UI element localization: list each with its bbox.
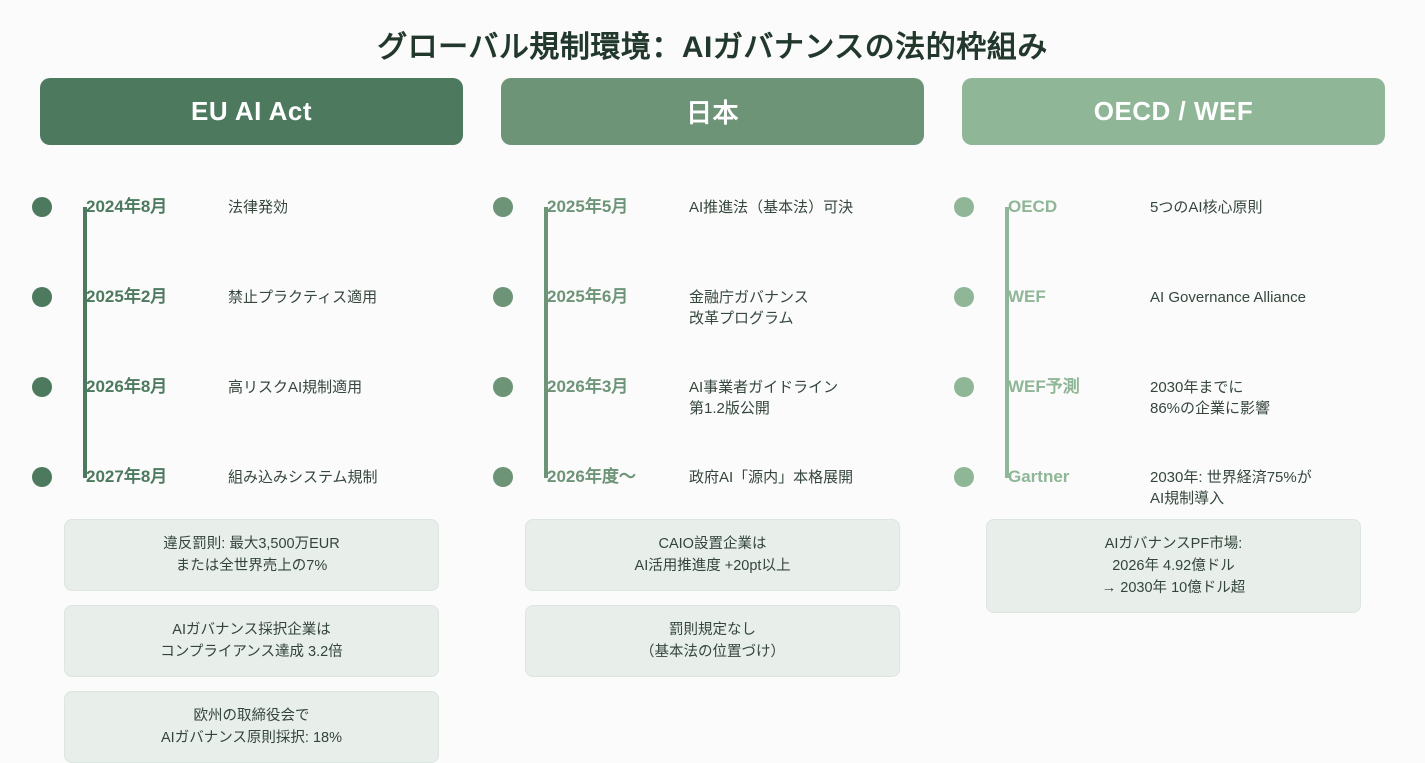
timeline: 2025年5月 AI推進法（基本法）可決 2025年6月 金融庁ガバナンス 改革プログ… bbox=[493, 183, 924, 513]
timeline-item-description: 2030年: 世界経済75%が AI規制導入 bbox=[1150, 469, 1312, 507]
column-header[interactable]: 日本 bbox=[501, 78, 924, 145]
stat-cards: AIガバナンスPF市場: 2026年 4.92億ドル → 2030年 10億ドル… bbox=[962, 519, 1385, 613]
stat-card[interactable]: CAIO設置企業は AI活用推進度 +20pt以上 bbox=[525, 519, 900, 591]
timeline-dot-icon bbox=[493, 467, 513, 487]
timeline-item[interactable]: 2026年度〜 政府AI「源内」本格展開 bbox=[493, 453, 924, 543]
stat-card[interactable]: 欧州の取締役会で AIガバナンス原則採択: 18% bbox=[64, 691, 439, 763]
timeline-item-date: 2026年3月 bbox=[547, 377, 629, 396]
timeline-item-description: 組み込みシステム規制 bbox=[228, 469, 378, 486]
timeline-axis-line bbox=[1005, 207, 1009, 478]
timeline-dot-icon bbox=[954, 197, 974, 217]
timeline-dot-icon bbox=[954, 377, 974, 397]
timeline-item[interactable]: WEF予測 2030年までに 86%の企業に影響 bbox=[954, 363, 1385, 453]
stat-card[interactable]: 罰則規定なし （基本法の位置づけ） bbox=[525, 605, 900, 677]
timeline-item[interactable]: 2025年6月 金融庁ガバナンス 改革プログラム bbox=[493, 273, 924, 363]
timeline-dot-icon bbox=[954, 467, 974, 487]
timeline-item[interactable]: OECD 5つのAI核心原則 bbox=[954, 183, 1385, 273]
timeline-item-date: 2026年度〜 bbox=[547, 467, 636, 486]
timeline-item[interactable]: 2025年5月 AI推進法（基本法）可決 bbox=[493, 183, 924, 273]
timeline-item-date: 2025年6月 bbox=[547, 287, 629, 306]
timeline-item[interactable]: WEF AI Governance Alliance bbox=[954, 273, 1385, 363]
timeline-dot-icon bbox=[493, 287, 513, 307]
timeline-item-description: 政府AI「源内」本格展開 bbox=[689, 469, 854, 486]
timeline-item-date: OECD bbox=[1008, 197, 1058, 216]
timeline-item[interactable]: 2024年8月 法律発効 bbox=[32, 183, 463, 273]
stat-card[interactable]: AIガバナンスPF市場: 2026年 4.92億ドル → 2030年 10億ドル… bbox=[986, 519, 1361, 613]
timeline-dot-icon bbox=[954, 287, 974, 307]
timeline-dot-icon bbox=[32, 377, 52, 397]
timeline-item-description: 高リスクAI規制適用 bbox=[228, 379, 363, 396]
page-title: グローバル規制環境：AIガバナンスの法的枠組み bbox=[377, 31, 1048, 64]
column-header[interactable]: OECD / WEF bbox=[962, 78, 1385, 145]
timeline-dot-icon bbox=[493, 377, 513, 397]
stat-cards: CAIO設置企業は AI活用推進度 +20pt以上罰則規定なし （基本法の位置づ… bbox=[501, 519, 924, 677]
stat-card[interactable]: AIガバナンス採択企業は コンプライアンス達成 3.2倍 bbox=[64, 605, 439, 677]
timeline-item-description: AI推進法（基本法）可決 bbox=[689, 199, 854, 216]
timeline-item-date: 2024年8月 bbox=[86, 197, 168, 216]
timeline-dot-icon bbox=[32, 197, 52, 217]
timeline-item-description: 2030年までに 86%の企業に影響 bbox=[1150, 379, 1271, 417]
timeline-item[interactable]: 2026年3月 AI事業者ガイドライン 第1.2版公開 bbox=[493, 363, 924, 453]
timeline-item-description: 5つのAI核心原則 bbox=[1150, 199, 1263, 216]
infographic-page: グローバル規制環境：AIガバナンスの法的枠組み EU AI Act 2024年8月… bbox=[32, 31, 1385, 763]
timeline-item-date: 2025年2月 bbox=[86, 287, 168, 306]
timeline-item-description: AI Governance Alliance bbox=[1150, 289, 1306, 306]
timeline-axis-line bbox=[544, 207, 548, 478]
timeline-dot-icon bbox=[32, 467, 52, 487]
timeline-item-date: 2025年5月 bbox=[547, 197, 629, 216]
timeline-dot-icon bbox=[32, 287, 52, 307]
timeline-dot-icon bbox=[493, 197, 513, 217]
timeline-item-description: 法律発効 bbox=[228, 199, 289, 216]
timeline-item-date: 2027年8月 bbox=[86, 467, 168, 486]
timeline-item-date: WEF bbox=[1008, 287, 1046, 306]
timeline: 2024年8月 法律発効 2025年2月 禁止プラクティス適用 2026年8月 高リスクA… bbox=[32, 183, 463, 513]
timeline-axis-line bbox=[83, 207, 87, 478]
timeline-item[interactable]: 2026年8月 高リスクAI規制適用 bbox=[32, 363, 463, 453]
timeline-item-date: 2026年8月 bbox=[86, 377, 168, 396]
column-2: 日本 2025年5月 AI推進法（基本法）可決 2025年6月 金融庁ガバナンス 改革プ… bbox=[493, 78, 924, 763]
timeline-item-date: Gartner bbox=[1008, 467, 1070, 486]
timeline-item[interactable]: Gartner 2030年: 世界経済75%が AI規制導入 bbox=[954, 453, 1385, 543]
timeline-item[interactable]: 2025年2月 禁止プラクティス適用 bbox=[32, 273, 463, 363]
column-header[interactable]: EU AI Act bbox=[40, 78, 463, 145]
stat-cards: 違反罰則: 最大3,500万EUR または全世界売上の7% AIガバナンス採択企業… bbox=[40, 519, 463, 763]
stat-card[interactable]: 違反罰則: 最大3,500万EUR または全世界売上の7% bbox=[64, 519, 439, 591]
timeline-item[interactable]: 2027年8月 組み込みシステム規制 bbox=[32, 453, 463, 543]
timeline-item-date: WEF予測 bbox=[1008, 377, 1080, 396]
column-3: OECD / WEF OECD 5つのAI核心原則 WEF AI Governance … bbox=[954, 78, 1385, 763]
timeline-item-description: 禁止プラクティス適用 bbox=[228, 289, 378, 306]
timeline-item-description: AI事業者ガイドライン 第1.2版公開 bbox=[689, 379, 839, 417]
timeline-item-description: 金融庁ガバナンス 改革プログラム bbox=[689, 289, 809, 327]
